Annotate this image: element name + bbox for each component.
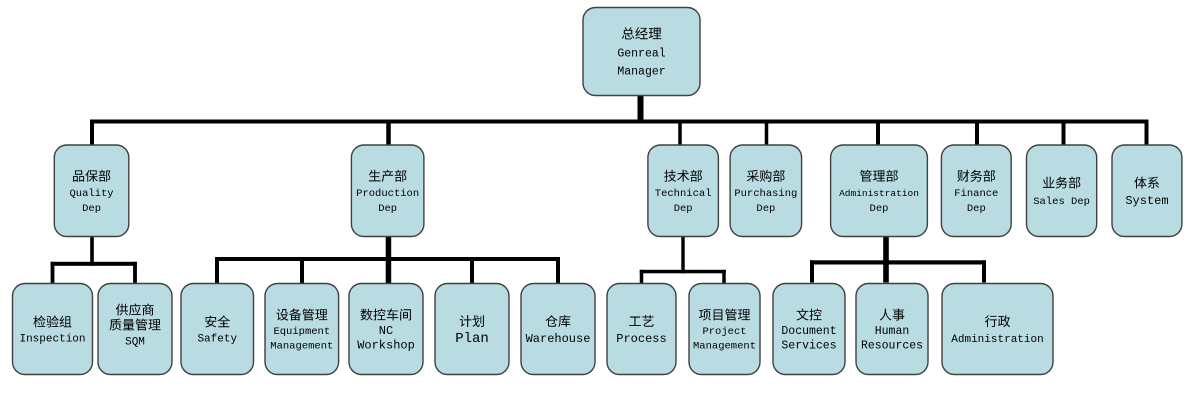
svg-text:Dep: Dep [674,203,693,215]
svg-text:Dep: Dep [870,203,889,215]
svg-text:Quality: Quality [69,188,113,200]
svg-text:Resources: Resources [861,340,923,353]
svg-text:Production: Production [356,188,419,200]
svg-text:Technical: Technical [655,188,712,200]
svg-text:Dep: Dep [756,203,775,215]
svg-text:Dep: Dep [967,203,986,215]
svg-text:Administration: Administration [951,334,1043,346]
svg-text:Safety: Safety [197,334,237,346]
svg-text:Dep: Dep [82,203,101,215]
svg-text:Sales Dep: Sales Dep [1033,196,1090,208]
svg-text:Human: Human [875,325,910,338]
svg-text:Management: Management [270,341,333,353]
svg-text:Manager: Manager [617,66,665,79]
svg-text:Process: Process [616,332,666,346]
svg-text:Services: Services [781,340,836,353]
svg-text:Inspection: Inspection [19,334,85,346]
svg-text:Genreal: Genreal [617,48,665,61]
svg-text:Workshop: Workshop [357,339,415,353]
svg-text:Purchasing: Purchasing [734,188,797,200]
svg-text:Dep: Dep [378,203,397,215]
svg-text:SQM: SQM [125,337,145,349]
svg-text:Equipment: Equipment [273,326,330,338]
svg-text:Project: Project [702,326,746,338]
svg-text:NC: NC [379,324,393,338]
svg-text:Finance: Finance [954,188,998,200]
svg-text:Administration: Administration [839,188,919,199]
svg-text:Plan: Plan [455,331,489,347]
svg-text:Document: Document [781,325,836,338]
svg-text:System: System [1125,194,1168,208]
svg-text:Management: Management [693,341,756,353]
svg-text:Warehouse: Warehouse [526,332,591,346]
